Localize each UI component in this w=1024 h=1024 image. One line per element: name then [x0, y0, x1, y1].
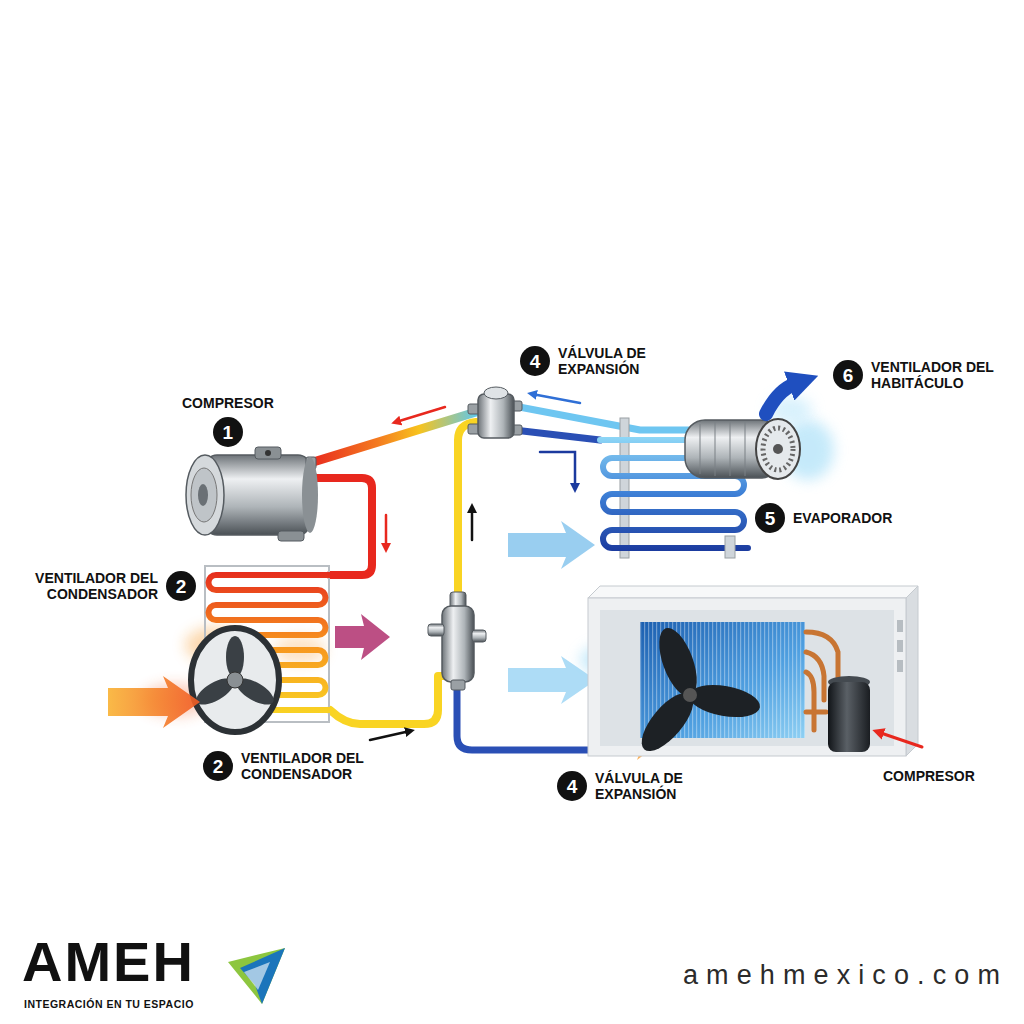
air-arrows — [108, 521, 658, 760]
part-label: VENTILADOR DEL HABITÁCULO — [871, 359, 1011, 391]
part-label: VÁLVULA DE EXPANSIÓN — [558, 345, 668, 377]
logo-wordmark: AMEH — [22, 934, 195, 990]
expansion-valve — [468, 387, 522, 438]
callout-number: 1 — [213, 417, 243, 447]
condenser-fan — [191, 628, 279, 732]
website-url: amehmexico.com — [683, 962, 1008, 989]
callout: 6 VENTILADOR DEL HABITÁCULO — [833, 359, 1011, 391]
callout: 4 VÁLVULA DE EXPANSIÓN — [557, 770, 705, 802]
compressor-drawing — [186, 447, 318, 541]
part-label: COMPRESOR — [883, 769, 975, 783]
callout-number: 2 — [166, 571, 196, 601]
callout-number: 4 — [520, 346, 550, 376]
flow-direction-arrows — [370, 384, 922, 747]
part-label: VENTILADOR DEL CONDENSADOR — [18, 570, 158, 602]
callout-number: 6 — [833, 360, 863, 390]
receiver-drier — [428, 592, 486, 690]
part-label: VENTILADOR DEL CONDENSADOR — [241, 750, 381, 782]
logo-mark — [228, 948, 285, 1004]
callout-number: 4 — [557, 771, 587, 801]
part-label: COMPRESOR — [182, 395, 274, 411]
callout: 5 EVAPORADOR — [755, 503, 892, 533]
cabin-blower — [685, 419, 800, 479]
logo-tagline: INTEGRACIÓN EN TU ESPACIO — [24, 999, 194, 1010]
callout: 2 VENTILADOR DEL CONDENSADOR — [203, 750, 381, 782]
outdoor-unit — [588, 586, 918, 759]
callout-number: 5 — [755, 503, 785, 533]
callout: 4 VÁLVULA DE EXPANSIÓN — [520, 345, 668, 377]
callout: 2 VENTILADOR DEL CONDENSADOR — [18, 570, 196, 602]
callout-number: 2 — [203, 751, 233, 781]
part-label: VÁLVULA DE EXPANSIÓN — [595, 770, 705, 802]
callout: 1 COMPRESOR — [182, 395, 274, 447]
part-label: EVAPORADOR — [793, 510, 892, 526]
